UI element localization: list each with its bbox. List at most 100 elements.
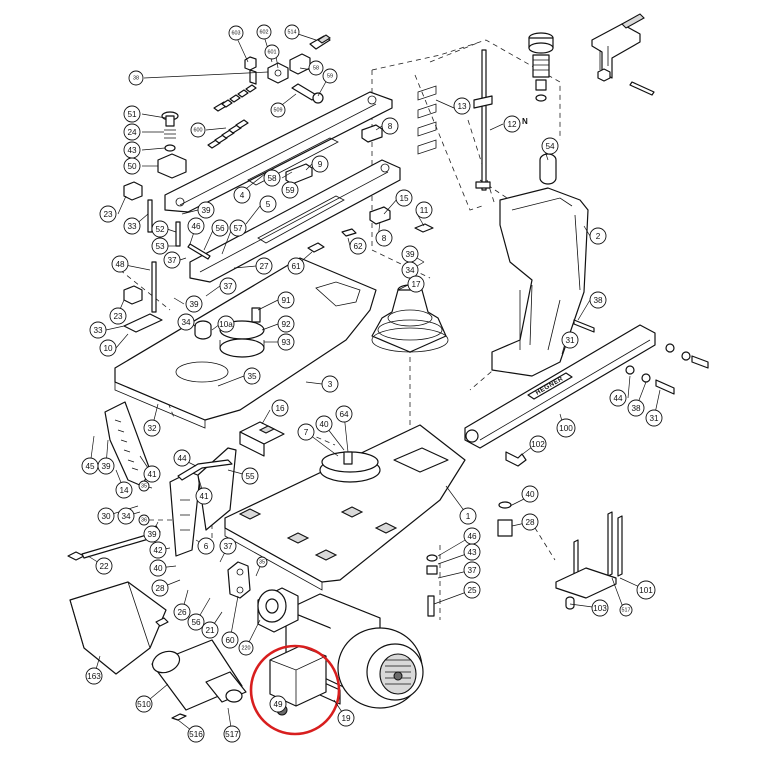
callout-517: 517	[223, 725, 241, 743]
callout-label: 33	[93, 326, 103, 335]
callout-label: 58	[313, 66, 319, 72]
callout-circle	[197, 537, 215, 555]
callout-circle	[401, 261, 419, 279]
callout-40: 40	[149, 559, 167, 577]
callout-48: 48	[111, 255, 129, 273]
callout-label: 5	[266, 200, 271, 209]
callout-circle	[223, 725, 241, 743]
callout-10: 10	[99, 339, 117, 357]
callout-12: 12	[503, 115, 521, 133]
callout-label: 510	[137, 700, 151, 709]
callout-label: 54	[545, 142, 555, 151]
callout-46: 46	[463, 527, 481, 545]
callout-label: 34	[181, 318, 191, 327]
callout-circle	[138, 480, 150, 492]
callout-44: 44	[173, 449, 191, 467]
blade-guard-spring	[417, 85, 437, 155]
callout-label: 21	[205, 626, 215, 635]
callout-circle	[85, 667, 103, 685]
base-plate	[224, 424, 466, 591]
motor	[257, 587, 424, 709]
callout-39: 39	[197, 201, 215, 219]
callout-25: 25	[463, 581, 481, 599]
callout-label: 9	[318, 160, 323, 169]
callout-label: 30	[101, 512, 111, 521]
callout-circle	[521, 513, 539, 531]
north-marker: N	[522, 117, 528, 126]
callout-circle	[217, 315, 235, 333]
callout-50: 50	[123, 157, 141, 175]
callout-38: 38	[627, 399, 645, 417]
callout-label: 220	[242, 646, 251, 652]
callout-label: 1	[466, 512, 471, 521]
callout-label: 46	[191, 222, 201, 231]
callout-circle	[99, 339, 117, 357]
callout-label: 6	[204, 542, 209, 551]
callout-label: 64	[339, 410, 349, 419]
callout-label: 8	[388, 122, 393, 131]
callout-38: 38	[128, 70, 144, 86]
callout-514: 514	[284, 24, 300, 40]
callout-circle	[264, 44, 280, 60]
callout-220: 220	[238, 640, 254, 656]
callout-label: 38	[631, 404, 641, 413]
callout-circle	[185, 295, 203, 313]
callout-label: 14	[119, 486, 129, 495]
callout-circle	[591, 599, 609, 617]
callout-39: 39	[143, 525, 161, 543]
callout-label: 10	[103, 344, 113, 353]
eccentric-link	[227, 561, 251, 599]
callout-circle	[138, 514, 150, 526]
callout-label: 40	[153, 564, 163, 573]
callout-circle	[627, 399, 645, 417]
callout-label: 514	[288, 30, 297, 36]
callout-circle	[151, 220, 169, 238]
callout-circle	[173, 603, 191, 621]
callout-13: 13	[453, 97, 471, 115]
callout-circle	[123, 217, 141, 235]
callout-label: 15	[399, 194, 409, 203]
callout-label: 33	[127, 222, 137, 231]
callout-34: 34	[117, 507, 135, 525]
callout-label: 34	[121, 512, 131, 521]
callout-10a: 10a	[217, 315, 235, 333]
callout-label: 35	[247, 372, 257, 381]
callout-label: 516	[189, 730, 203, 739]
callout-circle	[463, 543, 481, 561]
callout-circle	[233, 186, 251, 204]
callout-2: 2	[589, 227, 607, 245]
callout-circle	[219, 537, 237, 555]
callout-circle	[123, 105, 141, 123]
callout-label: 57	[233, 224, 243, 233]
callout-label: 59	[327, 74, 333, 80]
callout-600: 600	[190, 122, 206, 138]
callout-4: 4	[233, 186, 251, 204]
callout-circle	[277, 291, 295, 309]
callout-circle	[221, 631, 239, 649]
callout-circle	[197, 201, 215, 219]
callout-circle	[270, 102, 286, 118]
callout-circle	[99, 205, 117, 223]
callout-label: 39	[189, 300, 199, 309]
callout-43: 43	[463, 543, 481, 561]
callout-label: 603	[232, 31, 241, 37]
callout-28: 28	[151, 579, 169, 597]
callout-circle	[619, 603, 633, 617]
callout-label: 38	[133, 76, 139, 82]
callout-58: 58	[308, 60, 324, 76]
callout-circle	[143, 525, 161, 543]
callout-39: 39	[185, 295, 203, 313]
callout-label: 48	[115, 260, 125, 269]
callout-3: 3	[321, 375, 339, 393]
callout-label: 53	[155, 242, 165, 251]
callout-44: 44	[609, 389, 627, 407]
callout-53: 53	[151, 237, 169, 255]
callout-92: 92	[277, 315, 295, 333]
callout-circle	[349, 237, 367, 255]
callout-circle	[143, 465, 161, 483]
callout-circle	[277, 315, 295, 333]
callout-circle	[636, 580, 656, 600]
callout-circle	[109, 307, 127, 325]
callout-56: 56	[187, 613, 205, 631]
